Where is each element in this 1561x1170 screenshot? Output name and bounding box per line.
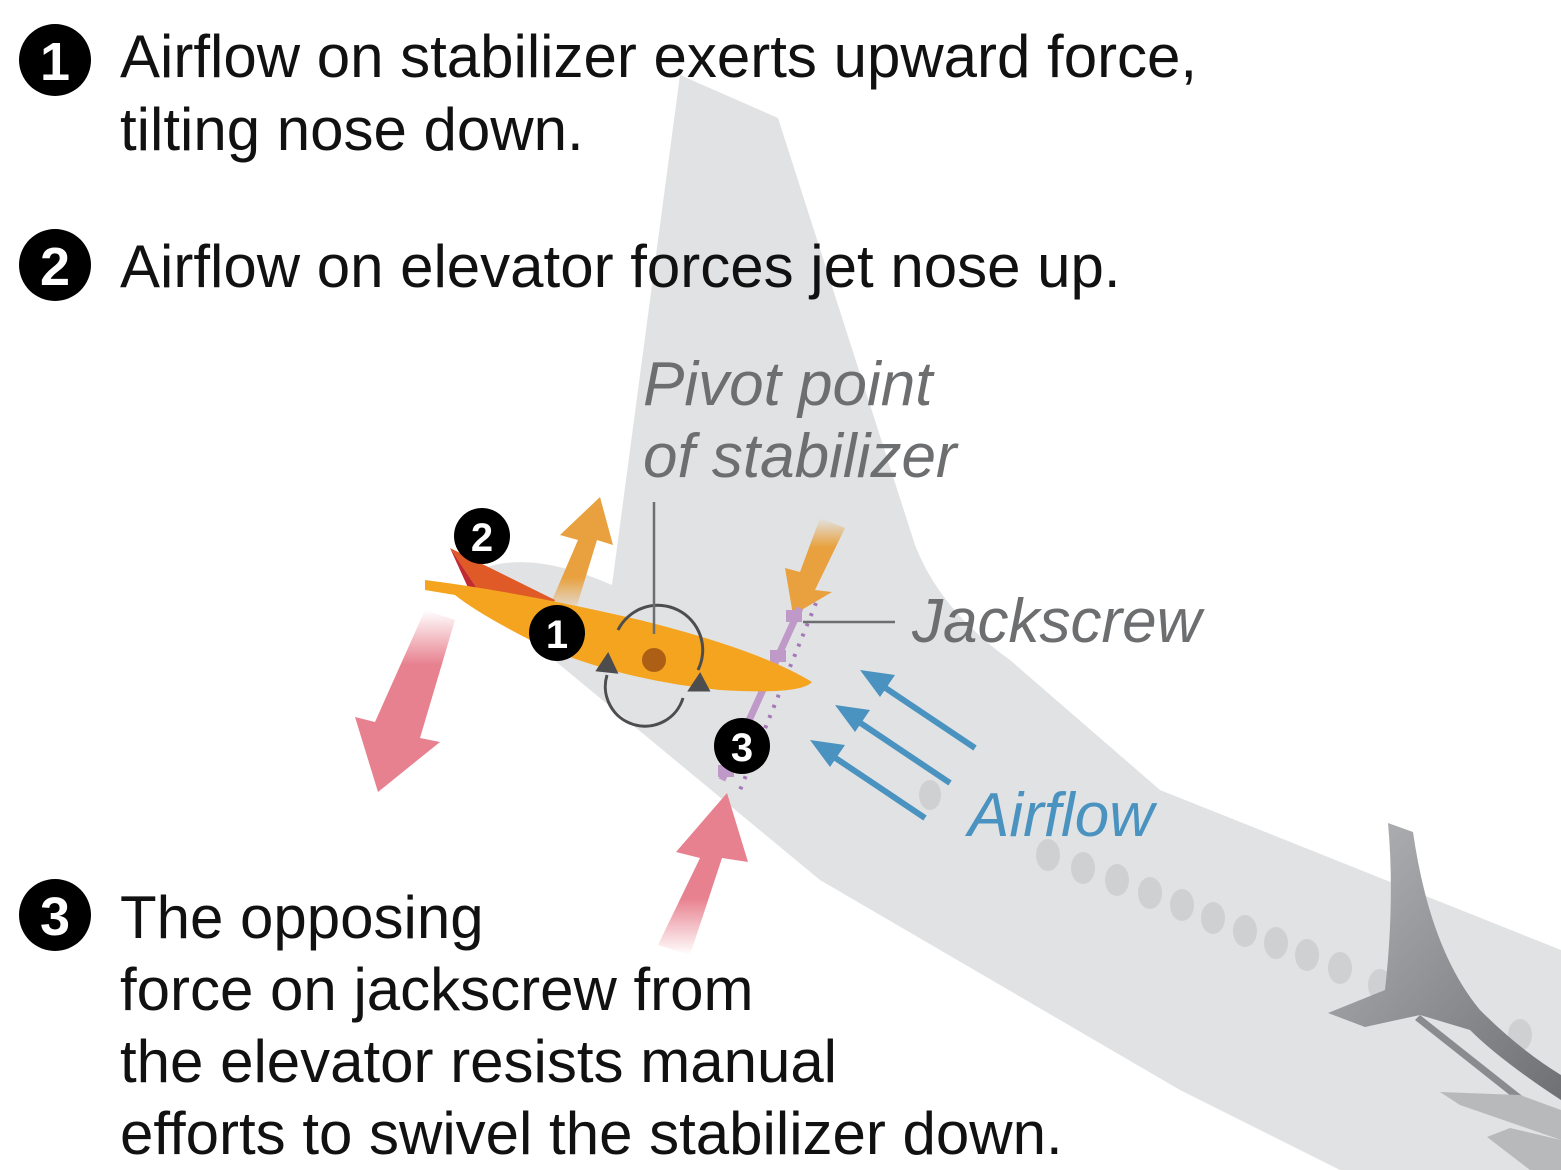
force-arrow-down-left bbox=[355, 610, 455, 792]
svg-text:Airflow on elevator forces jet: Airflow on elevator forces jet nose up. bbox=[120, 233, 1121, 300]
step-1: 1 Airflow on stabilizer exerts upward fo… bbox=[19, 23, 1197, 163]
marker-3: 3 bbox=[714, 718, 770, 774]
step-3-badge bbox=[19, 879, 91, 951]
pivot-label-line2: of stabilizer bbox=[643, 422, 959, 491]
wing-icon bbox=[1328, 823, 1561, 1170]
svg-text:2: 2 bbox=[471, 516, 493, 560]
force-arrow-up-orange bbox=[550, 497, 613, 612]
marker-2: 2 bbox=[454, 508, 510, 564]
svg-text:1: 1 bbox=[40, 32, 70, 92]
svg-text:The opposing: The opposing bbox=[120, 884, 484, 951]
step-2: 2 Airflow on elevator forces jet nose up… bbox=[19, 229, 1121, 301]
svg-text:tilting nose down.: tilting nose down. bbox=[120, 96, 584, 163]
fuselage-and-tail-fin bbox=[470, 75, 1561, 1170]
svg-text:efforts to swivel the stabiliz: efforts to swivel the stabilizer down. bbox=[120, 1100, 1063, 1167]
step-2-badge bbox=[19, 229, 91, 301]
force-arrow-down-orange bbox=[785, 518, 845, 615]
svg-text:3: 3 bbox=[731, 726, 753, 770]
svg-text:3: 3 bbox=[40, 887, 70, 947]
svg-text:2: 2 bbox=[40, 237, 70, 297]
marker-1: 1 bbox=[529, 605, 585, 661]
airflow-label: Airflow bbox=[964, 781, 1158, 850]
pivot-label-line1: Pivot point bbox=[643, 350, 935, 419]
pivot-point-icon bbox=[642, 648, 666, 672]
step-3: 3 The opposing force on jackscrew from t… bbox=[19, 879, 1063, 1167]
stabilizer bbox=[425, 580, 812, 692]
step-1-badge bbox=[19, 24, 91, 96]
airflow-arrows-icon bbox=[810, 670, 977, 821]
svg-text:1: 1 bbox=[546, 613, 568, 657]
force-arrow-up-jackscrew bbox=[658, 793, 748, 955]
svg-text:force on jackscrew from: force on jackscrew from bbox=[120, 956, 754, 1023]
jackscrew-label: Jackscrew bbox=[911, 587, 1206, 656]
svg-text:Airflow on stabilizer exerts u: Airflow on stabilizer exerts upward forc… bbox=[120, 23, 1197, 90]
rotation-arrows-icon bbox=[595, 603, 711, 728]
elevator-shadow bbox=[450, 548, 478, 592]
svg-text:the elevator resists manual: the elevator resists manual bbox=[120, 1028, 837, 1095]
